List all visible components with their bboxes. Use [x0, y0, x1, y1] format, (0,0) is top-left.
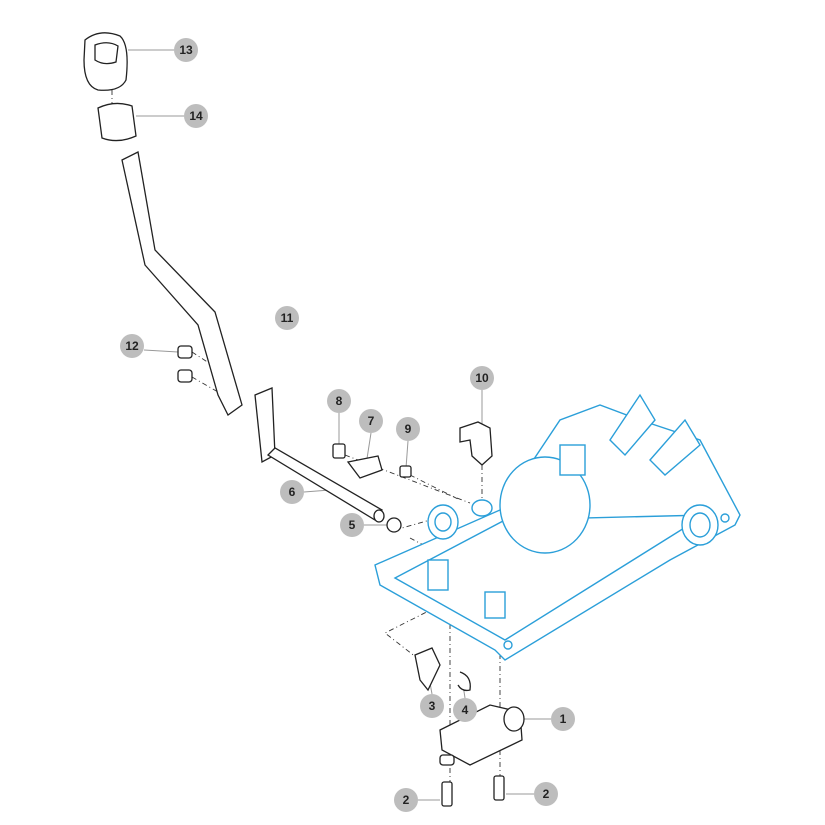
screw-8	[332, 443, 346, 459]
sleeve	[97, 102, 137, 142]
callout-13[interactable]: 13	[174, 38, 198, 62]
arm-3	[414, 647, 441, 692]
callout-14[interactable]: 14	[184, 104, 208, 128]
callout-3[interactable]: 3	[420, 694, 444, 718]
callout-11[interactable]: 11	[275, 306, 299, 330]
callout-9[interactable]: 9	[396, 417, 420, 441]
shaft	[254, 387, 385, 523]
callout-8[interactable]: 8	[327, 389, 351, 413]
assembly-lines	[111, 90, 501, 782]
lever-knob	[83, 32, 128, 91]
callout-10[interactable]: 10	[470, 366, 494, 390]
callout-1[interactable]: 1	[551, 707, 575, 731]
bracket-7	[346, 455, 383, 479]
valve-1	[439, 704, 525, 766]
callout-12[interactable]: 12	[120, 334, 144, 358]
elbow-fitting-10	[459, 421, 493, 466]
bolts-12	[177, 345, 193, 383]
o-ring	[386, 517, 402, 533]
callout-2-right[interactable]: 2	[534, 782, 558, 806]
callout-2-left[interactable]: 2	[394, 788, 418, 812]
callout-4[interactable]: 4	[453, 698, 477, 722]
clip-4	[457, 671, 471, 692]
bolts-2	[441, 775, 505, 807]
shift-lever	[121, 151, 243, 416]
callout-7[interactable]: 7	[359, 409, 383, 433]
callout-6[interactable]: 6	[280, 480, 304, 504]
bushing-9	[399, 465, 412, 478]
callout-5[interactable]: 5	[340, 513, 364, 537]
leader-lines	[128, 49, 551, 801]
gear-housing	[374, 393, 741, 661]
